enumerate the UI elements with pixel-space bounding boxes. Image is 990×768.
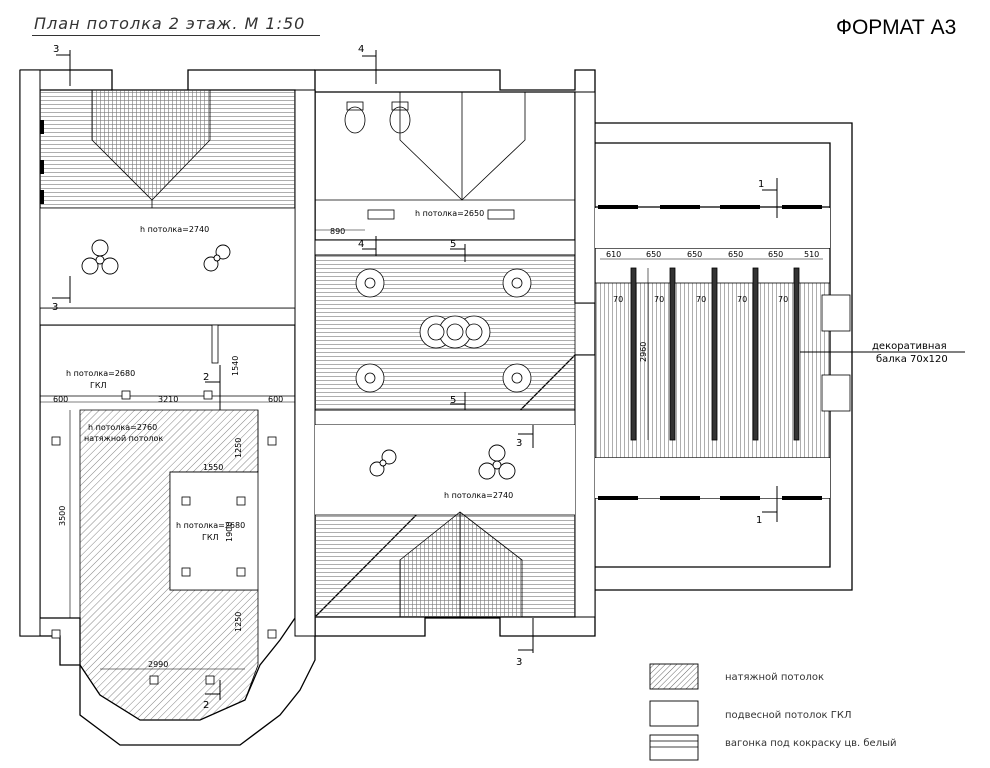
legend-swatch-wood [649,734,699,761]
label-top-left-height: h потолка=2740 [140,225,209,234]
label-stretch-sub: натяжной потолок [84,434,163,443]
section-2-top: 2 [203,372,209,383]
section-3-top: 3 [53,44,59,55]
section-5-bottom: 5 [450,395,456,406]
dim-600-left: 600 [53,395,68,404]
beam-annotation-line-2: балка 70x120 [876,354,948,365]
section-1-bottom: 1 [756,515,762,526]
legend-label-gkl: подвесной потолок ГКЛ [725,710,852,721]
dim-2990: 2990 [148,660,168,669]
dim-beam-spacing-1: 610 [606,250,621,259]
dim-beam-width-5: 70 [778,295,788,304]
section-2-bottom: 2 [203,700,209,711]
section-3-bottom: 3 [516,657,522,668]
section-4-mid: 4 [358,239,364,250]
legend-swatch-gkl [649,700,699,727]
legend-label-stretch: натяжной потолок [725,672,824,683]
section-labels: 3 3 4 4 5 5 2 2 3 3 1 1 [52,44,764,711]
dim-beam-width-3: 70 [696,295,706,304]
dim-1550: 1550 [203,463,223,472]
legend-swatch-stretch [649,663,699,690]
dim-beam-spacing-6: 510 [804,250,819,259]
plan-title: План потолка 2 этаж. М 1:50 [34,14,306,33]
beam-annotation: декоративная балка 70x120 [872,341,948,365]
dim-1540: 1540 [231,356,240,376]
wall-fill [19,69,596,637]
label-bottom-center-height: h потолка=2740 [444,491,513,500]
dim-3210: 3210 [158,395,178,404]
section-1-top: 1 [758,179,764,190]
sheet-format: ФОРМАТ А3 [836,16,957,39]
label-inner-gkl-height: h потолка=2680 [176,521,245,530]
section-3-left: 3 [52,302,58,313]
label-inner-gkl-sub: ГКЛ [202,533,219,542]
room-right [594,205,851,500]
plan-title-underline [32,35,320,36]
label-left-strip-sub: ГКЛ [90,381,107,390]
dim-1900: 1900 [225,522,234,542]
section-4-top: 4 [358,44,364,55]
section-lines [52,50,965,700]
dim-beam-spacing-3: 650 [687,250,702,259]
label-wc-height: h потолка=2650 [415,209,484,218]
room-hall [314,254,576,411]
section-3-right: 3 [516,438,522,449]
dim-beam-width-4: 70 [737,295,747,304]
dim-beam-width-1: 70 [613,295,623,304]
dim-beam-spacing-2: 650 [646,250,661,259]
section-5-top: 5 [450,239,456,250]
dim-beam-spacing-5: 650 [768,250,783,259]
room-wc [315,91,575,231]
dim-3500: 3500 [58,506,67,526]
legend: натяжной потолок подвесной потолок ГКЛ в… [649,663,897,761]
beam-annotation-line-1: декоративная [872,341,947,352]
legend-label-wood: вагонка под кокраску цв. белый [725,738,897,749]
dim-1250-bottom: 1250 [234,612,243,632]
label-left-strip-height: h потолка=2680 [66,369,135,378]
label-stretch-height: h потолка=2760 [88,423,157,432]
room-top-left [39,89,296,309]
dimension-labels: 890 1540 3210 600 600 1250 1550 3500 190… [53,227,819,669]
trefoil-lamps [81,239,516,480]
dim-1250-top: 1250 [234,438,243,458]
dimension-lines [40,258,823,670]
room-left-lower [40,324,295,721]
dim-2960: 2960 [639,342,648,362]
dim-beam-spacing-4: 650 [728,250,743,259]
dim-890: 890 [330,227,345,236]
room-bottom-center [314,425,576,618]
dim-600-right: 600 [268,395,283,404]
dim-beam-width-2: 70 [654,295,664,304]
